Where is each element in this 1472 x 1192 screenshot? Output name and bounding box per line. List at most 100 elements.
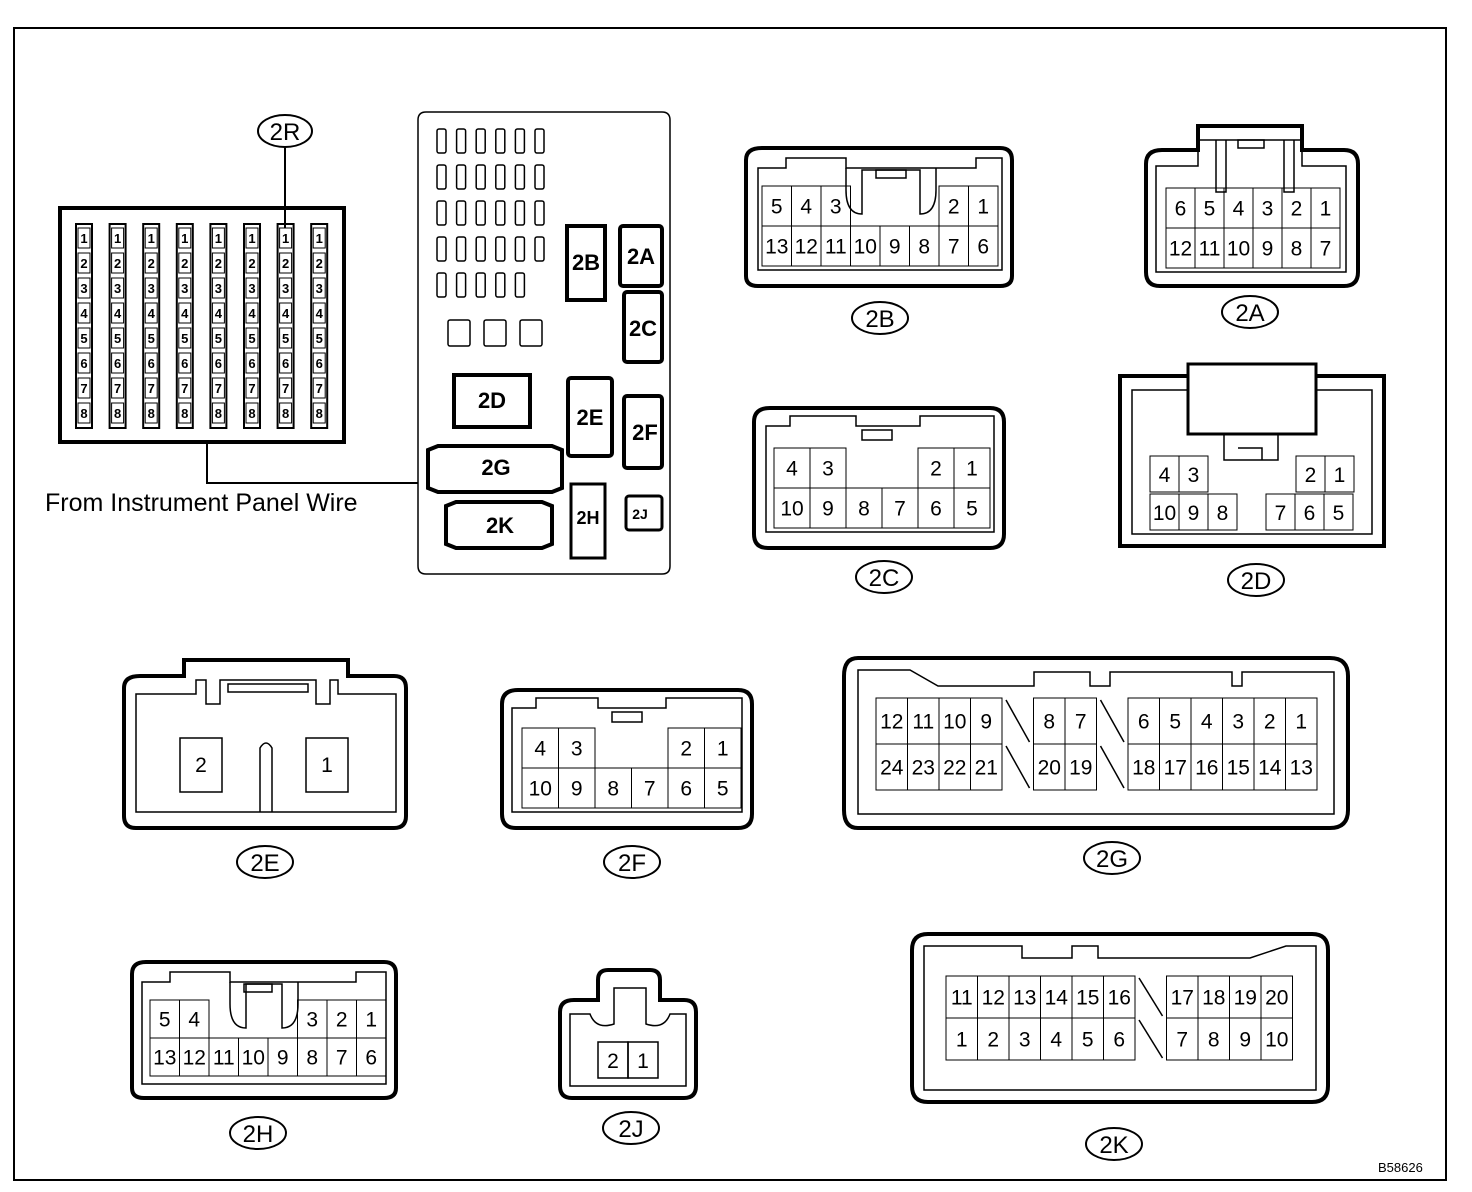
connector-2r-pin-number: 2 xyxy=(215,256,222,271)
connector-2r-pin-number: 8 xyxy=(215,406,222,421)
pin-blocked-slash xyxy=(1099,699,1125,743)
connector-2r-pin xyxy=(77,277,91,299)
connector-2r-pin-number: 2 xyxy=(148,256,155,271)
connector-2r-pin xyxy=(77,227,91,249)
connector-2r-pin xyxy=(144,402,158,424)
connector-2j-label: 2J xyxy=(618,1116,643,1143)
connector-2r-pin xyxy=(111,327,125,349)
pin-number: 5 xyxy=(1333,502,1345,525)
pin-blocked-slash xyxy=(1099,745,1125,789)
pin-number: 9 xyxy=(1262,238,1274,261)
connector-2b-tag xyxy=(851,301,909,335)
connector-2r-pin xyxy=(279,302,293,324)
pin-blocked-slash xyxy=(1005,699,1031,743)
fuse-cell xyxy=(495,236,506,262)
connector-2r-pin xyxy=(211,327,225,349)
connector-2r-pin-number: 4 xyxy=(215,306,223,321)
connector-2e-divider xyxy=(259,742,273,812)
pin-number: 9 xyxy=(277,1047,289,1070)
connector-2r-pin xyxy=(178,252,192,274)
fuse-cell xyxy=(436,200,447,226)
pin-number: 2 xyxy=(195,754,207,777)
connector-2r-pin xyxy=(211,227,225,249)
pin-number: 3 xyxy=(1262,198,1274,221)
connector-2h-housing xyxy=(130,960,398,1100)
panel-wire-leader xyxy=(206,444,418,484)
pin-number: 3 xyxy=(1019,1029,1031,1052)
connector-2r-tag xyxy=(257,114,313,148)
connector-2r-pin-number: 4 xyxy=(248,306,256,321)
pin-number: 1 xyxy=(1320,198,1332,221)
connector-2r-pin xyxy=(144,352,158,374)
connector-2r-pin-number: 4 xyxy=(282,306,290,321)
connector-2r-pin xyxy=(111,227,125,249)
connector-2r-pin xyxy=(211,402,225,424)
connector-2r-pin-number: 5 xyxy=(80,331,87,346)
pin-number: 11 xyxy=(1199,238,1221,261)
pin-number: 12 xyxy=(982,987,1005,1010)
fuse-cell xyxy=(514,164,526,190)
connector-2e-housing xyxy=(122,658,408,830)
connector-2r-pin-number: 7 xyxy=(80,381,87,396)
pin-number: 12 xyxy=(183,1047,206,1070)
connector-2r-pin xyxy=(312,277,326,299)
connector-2r-pin xyxy=(144,277,158,299)
fuse-slot-2d-label: 2D xyxy=(478,388,506,413)
connector-2g-housing xyxy=(842,656,1350,830)
fuse-cell xyxy=(495,164,506,190)
fuse-cell xyxy=(455,128,467,154)
pin-number: 13 xyxy=(1290,757,1313,780)
fuse-cell xyxy=(534,236,545,262)
fuse-block-connector-slots: 2B 2A 2C 2D 2E 2F 2G 2K 2H 2J xyxy=(426,224,664,560)
pin-number: 4 xyxy=(1233,198,1245,221)
pin-number: 9 xyxy=(980,711,992,734)
pin-number: 1 xyxy=(1295,711,1307,734)
connector-2a-keys xyxy=(1215,140,1295,193)
pin-number: 5 xyxy=(966,498,978,521)
pin-number: 3 xyxy=(306,1009,318,1032)
pin-number: 13 xyxy=(153,1047,176,1070)
fuse-cell xyxy=(475,164,486,190)
connector-2r-pin xyxy=(211,377,225,399)
pin-number: 17 xyxy=(1164,757,1187,780)
connector-2r-pin xyxy=(144,227,158,249)
fuse-slot-2e-label: 2E xyxy=(577,405,604,430)
pin-number: 10 xyxy=(529,778,552,801)
connector-2r-pin xyxy=(178,277,192,299)
connector-2r-pin-number: 5 xyxy=(282,331,289,346)
connector-2r-pin xyxy=(279,352,293,374)
fuse-cell xyxy=(455,164,467,190)
connector-2r-pin xyxy=(312,377,326,399)
connector-2r-column xyxy=(108,223,127,429)
connector-2a-tag xyxy=(1221,295,1279,329)
connector-2a-latch xyxy=(1237,139,1265,149)
connector-2r-pin-number: 1 xyxy=(80,231,87,246)
pin-cell xyxy=(968,225,999,267)
pin-number: 5 xyxy=(1204,198,1216,221)
pin-number: 20 xyxy=(1038,757,1061,780)
pin-number: 8 xyxy=(918,236,930,259)
connector-2r-pin xyxy=(279,277,293,299)
connector-2r-pin-number: 4 xyxy=(114,306,122,321)
pin-number: 11 xyxy=(825,236,847,259)
connector-2r-pin-number: 1 xyxy=(316,231,323,246)
fuse-slot-2c xyxy=(622,290,664,364)
pin-number: 9 xyxy=(1239,1029,1251,1052)
connector-2r-pin-number: 3 xyxy=(114,281,121,296)
pin-number: 7 xyxy=(894,498,906,521)
connector-2r-column xyxy=(175,223,194,429)
figure-code: B58626 xyxy=(1378,1160,1423,1175)
fuse-slot-2f-label: 2F xyxy=(632,420,658,445)
connector-2r-pin xyxy=(312,327,326,349)
connector-2r-pin xyxy=(178,302,192,324)
pin-number: 8 xyxy=(1291,238,1303,261)
connector-2r-pin xyxy=(144,302,158,324)
fuse-slot-2a xyxy=(618,224,664,288)
connector-2r-pin-number: 8 xyxy=(80,406,87,421)
connector-2j-tag xyxy=(602,1111,660,1145)
